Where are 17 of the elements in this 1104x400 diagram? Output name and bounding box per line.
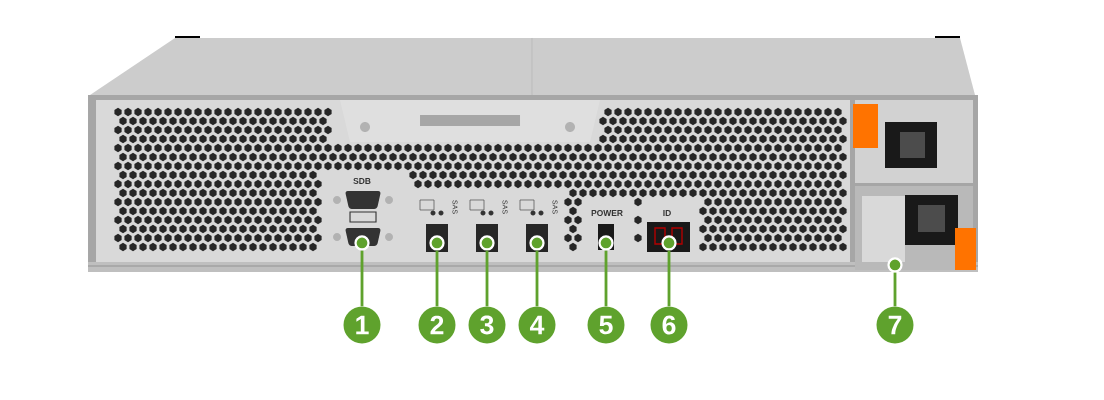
callout-number: 4 — [518, 306, 556, 344]
panel-label: ID — [663, 210, 671, 216]
callout-number: 3 — [468, 306, 506, 344]
callout-number: 6 — [650, 306, 688, 344]
callout-number: 2 — [418, 306, 456, 344]
leader-line — [667, 250, 671, 307]
leader-line — [604, 250, 608, 307]
leader-line — [893, 272, 897, 307]
leader-line — [485, 250, 489, 307]
leader-line — [360, 250, 364, 307]
callout-number: 1 — [343, 306, 381, 344]
callout-number: 5 — [587, 306, 625, 344]
callout-number: 7 — [876, 306, 914, 344]
leader-line — [435, 250, 439, 307]
leader-line — [535, 250, 539, 307]
panel-label: POWER — [591, 210, 623, 216]
panel-label: SDB — [353, 178, 371, 184]
